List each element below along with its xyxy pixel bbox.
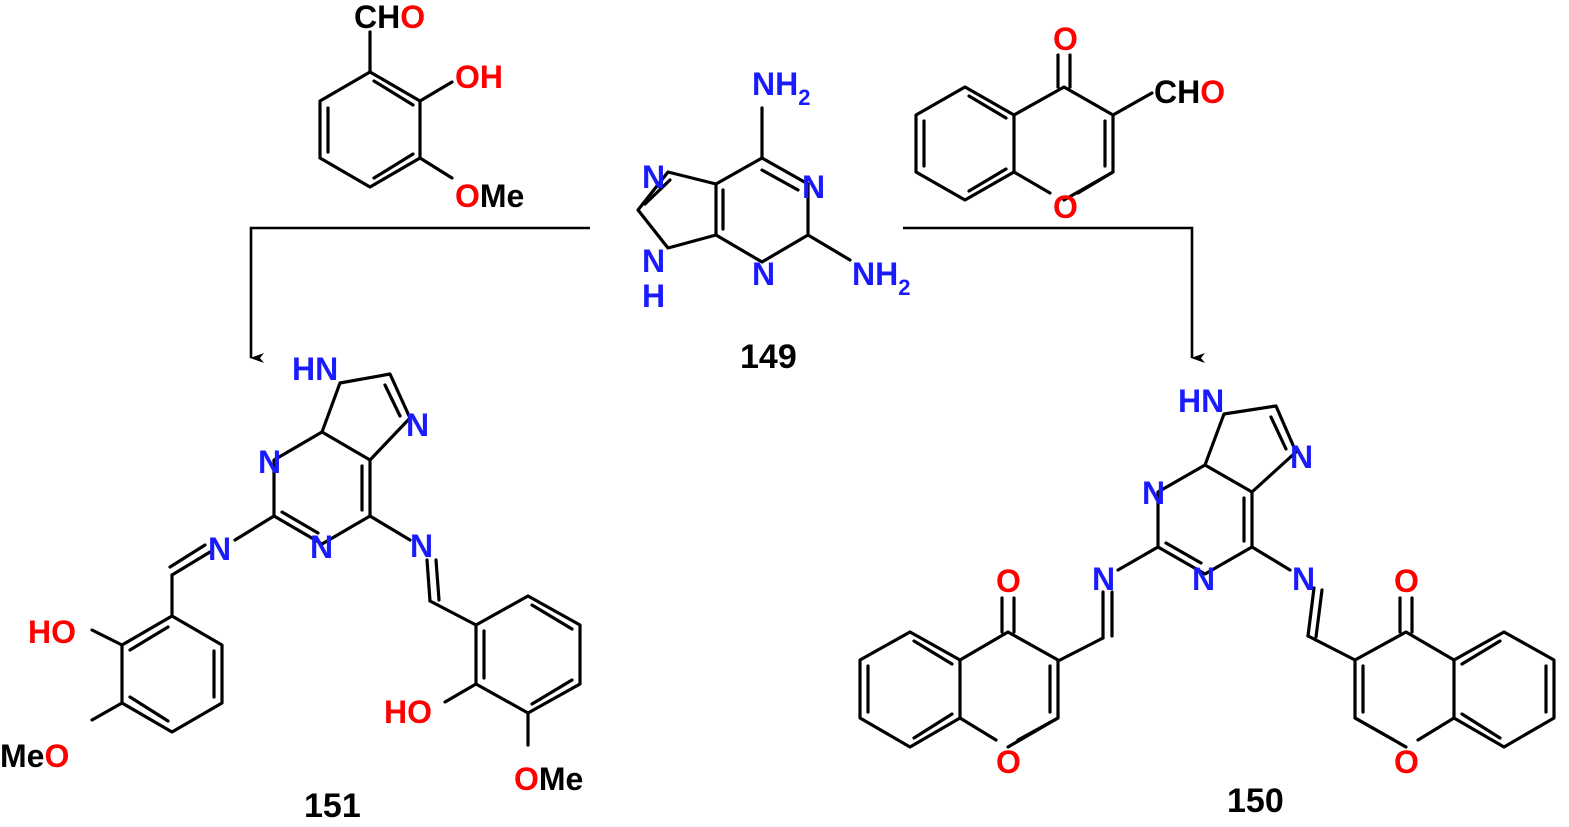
c151-imine-n-left-text: N: [208, 531, 231, 567]
compound-149-label: 149: [740, 338, 797, 376]
c150-imine-n-left-text: N: [1092, 561, 1115, 597]
n3-text: N: [752, 256, 775, 292]
c150-carbonyl-o-right-text: O: [1394, 563, 1419, 599]
reaction-arrow-left: [249, 226, 590, 363]
n9-h-text: H: [642, 278, 665, 314]
c150-n1-text: N: [1192, 561, 1215, 597]
c151-imine-n-right-text: N: [410, 528, 433, 564]
reagent-formylchromone-structure: O CHO O: [914, 21, 1225, 225]
formyl-o-text: O: [1200, 74, 1225, 110]
c151-n1-text: N: [310, 529, 333, 565]
methoxy-o-text: O: [455, 178, 480, 214]
compound-150-structure: HN N N N N N O O O O 150: [858, 383, 1556, 820]
svg-text:MeO: MeO: [0, 738, 69, 774]
svg-text:OMe: OMe: [455, 178, 524, 214]
c150-carbonyl-o-left-text: O: [996, 563, 1021, 599]
n7-text: N: [642, 159, 665, 195]
compound-149-structure: NH2 NH2 N N N N H 149: [636, 66, 910, 376]
hydroxyl-text: OH: [455, 59, 503, 95]
c151-hydroxyl-right-text: HO: [384, 694, 432, 730]
svg-text:CHO: CHO: [354, 0, 425, 35]
chromone-ring-o-text: O: [1053, 189, 1078, 225]
compound-151-label: 151: [304, 787, 361, 825]
amine-2-text: NH2: [852, 256, 910, 300]
n9-text: N: [642, 243, 665, 279]
c151-n9h-text: HN: [292, 351, 338, 387]
amine-6-text: NH2: [752, 66, 810, 110]
compound-150-label: 150: [1227, 782, 1284, 820]
c150-ring-o-left-text: O: [996, 744, 1021, 780]
reagent-vanillin-structure: CHO OH OMe: [318, 0, 524, 214]
formyl-ch-text: CH: [1154, 74, 1200, 110]
n1-text: N: [802, 169, 825, 205]
aldehyde-ch-text: CH: [354, 0, 400, 35]
c151-methoxy-left-me-text: Me: [0, 738, 44, 774]
c151-n3-text: N: [258, 444, 281, 480]
svg-text:CHO: CHO: [1154, 74, 1225, 110]
c151-methoxy-right-o-text: O: [514, 761, 539, 797]
c150-imine-n-right-text: N: [1292, 561, 1315, 597]
c150-ring-o-right-text: O: [1394, 744, 1419, 780]
svg-text:OMe: OMe: [514, 761, 583, 797]
c151-n7-text: N: [406, 407, 429, 443]
aldehyde-o-text: O: [400, 0, 425, 35]
methoxy-me-text: Me: [480, 178, 524, 214]
c150-n9h-text: HN: [1178, 383, 1224, 419]
c151-methoxy-left-o-text: O: [44, 738, 69, 774]
c151-hydroxyl-left-text: HO: [28, 614, 76, 650]
c151-methoxy-right-me-text: Me: [539, 761, 583, 797]
compound-151-structure: HN N N N N N HO MeO HO OMe 151: [0, 351, 583, 825]
reaction-arrow-right: [903, 226, 1205, 363]
c150-n3-text: N: [1142, 475, 1165, 511]
c150-n7-text: N: [1290, 439, 1313, 475]
chromone-carbonyl-o-text: O: [1053, 21, 1078, 57]
